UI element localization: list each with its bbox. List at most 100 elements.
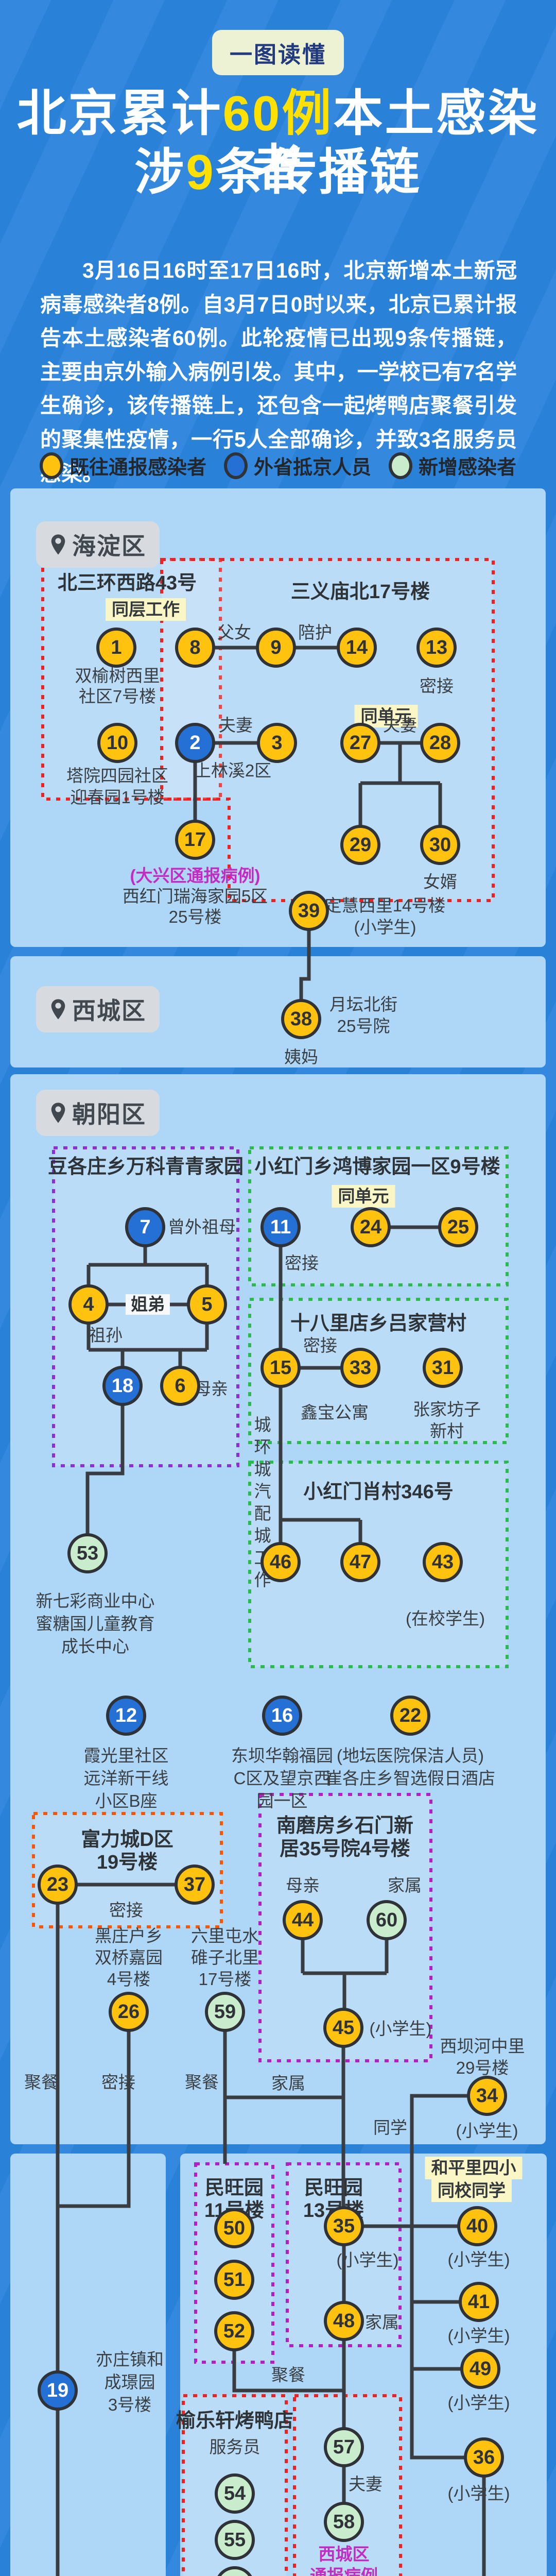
diagram-label: 鑫宝公寓 — [301, 1403, 369, 1422]
diagram-label: 同学 — [373, 2118, 407, 2138]
diagram-label: 双桥嘉园 — [95, 1948, 163, 1968]
diagram-label: 和平里四小 — [425, 2157, 523, 2179]
diagram-label: 西坝河中里 — [440, 2037, 525, 2056]
diagram-label: 父女 — [217, 623, 251, 642]
diagram-label: 亦庄镇和 — [96, 2350, 164, 2369]
district-badge-label: 海淀区 — [72, 533, 146, 560]
case-node-55: 55 — [215, 2520, 255, 2560]
diagram-label: 霞光里社区 — [83, 1746, 169, 1766]
district-badge-label: 朝阳区 — [72, 1101, 146, 1128]
case-node-43: 43 — [423, 1542, 463, 1582]
diagram-label: 新七彩商业中心 — [36, 1591, 155, 1611]
diagram-label: 17号楼 — [198, 1970, 252, 1989]
cluster-box-sanyimiao — [160, 558, 495, 902]
diagram-label: (小学生) — [354, 918, 416, 937]
diagram-label: 姨妈 — [284, 1047, 318, 1067]
legend-label: 既往通报感染者 — [69, 457, 206, 479]
panel-chaoyang — [10, 1074, 546, 2144]
diagram-label: 六里屯水 — [191, 1926, 259, 1946]
diagram-label: 同单元 — [354, 705, 418, 727]
legend-label: 新增感染者 — [419, 457, 517, 479]
title2-highlight: 9 — [186, 145, 216, 200]
case-node-39: 39 — [289, 891, 329, 931]
diagram-label: 夫妻 — [349, 2475, 383, 2494]
legend-label: 外省抵京人员 — [253, 457, 371, 479]
diagram-label: 家属 — [365, 2313, 399, 2332]
district-badge-xicheng: 西城区 — [36, 986, 160, 1032]
diagram-label: 小红门乡鸿博家园一区9号楼 — [254, 1156, 500, 1178]
case-node-17: 17 — [175, 820, 215, 860]
case-node-9: 9 — [256, 628, 296, 668]
case-node-28: 28 — [420, 723, 460, 763]
legend: 既往通报感染者 外省抵京人员 新增感染者 — [0, 451, 556, 480]
diagram-label: 定慧西里14号楼 — [324, 896, 446, 916]
title2-post: 条传播链 — [215, 145, 422, 200]
location-pin-icon — [51, 1103, 65, 1123]
case-node-6: 6 — [160, 1366, 200, 1406]
case-node-36: 36 — [464, 2437, 504, 2478]
diagram-label: 同校同学 — [431, 2179, 512, 2202]
diagram-label: 服务员 — [209, 2437, 260, 2457]
case-node-11: 11 — [260, 1207, 301, 1247]
diagram-label: 上林溪2区 — [194, 761, 272, 781]
case-node-57: 57 — [324, 2427, 364, 2467]
diagram-label: 3号楼 — [108, 2395, 152, 2415]
case-node-37: 37 — [175, 1865, 215, 1905]
diagram-label: 新村 — [430, 1421, 464, 1441]
reported-case-dot-icon — [39, 452, 63, 479]
case-node-10: 10 — [97, 723, 137, 763]
diagram-label: 祖孙 — [89, 1326, 123, 1345]
case-node-13: 13 — [416, 628, 457, 668]
main-title-line1: 北京累计60例本土感染者 — [0, 87, 556, 195]
diagram-label: 夫妻 — [219, 716, 253, 735]
district-badge-label: 西城区 — [72, 997, 146, 1024]
diagram-label: (小学生) — [447, 2393, 510, 2413]
case-node-38: 38 — [281, 999, 321, 1039]
diagram-label: 密接 — [303, 1336, 337, 1355]
title1-highlight: 60例 — [222, 86, 334, 141]
diagram-label: 十八里店乡吕家营村 — [290, 1313, 467, 1335]
diagram-label: 密接 — [420, 676, 454, 696]
diagram-label: (小学生) — [447, 2250, 510, 2269]
diagram-label: (大兴区通报病例) — [130, 866, 260, 886]
case-node-40: 40 — [457, 2206, 497, 2246]
diagram-label: (小学生) — [447, 2326, 510, 2346]
case-node-31: 31 — [423, 1348, 463, 1388]
case-node-44: 44 — [283, 1900, 323, 1940]
case-node-30: 30 — [420, 825, 460, 865]
diagram-label: 19号楼 — [96, 1852, 158, 1874]
diagram-label: C区及望京西 — [233, 1769, 331, 1788]
case-node-23: 23 — [38, 1865, 78, 1905]
case-node-52: 52 — [214, 2311, 254, 2351]
diagram-label: 西城区 — [318, 2545, 370, 2564]
arrival-case-dot-icon — [223, 452, 248, 479]
diagram-label: 居35号院4号楼 — [280, 1838, 410, 1860]
case-node-33: 33 — [340, 1348, 380, 1388]
new-case-dot-icon — [389, 452, 412, 479]
diagram-label: 曾外祖母 — [168, 1217, 236, 1237]
case-node-3: 3 — [257, 723, 297, 763]
transmission-edge — [58, 2012, 131, 2208]
diagram-label: 南磨房乡石门新 — [276, 1815, 414, 1837]
diagram-label: (小学生) — [456, 2121, 518, 2141]
diagram-label: 陪护 — [298, 623, 332, 642]
diagram-label: 密接 — [285, 1253, 319, 1273]
transmission-edge — [85, 1386, 125, 1553]
intro-paragraph: 3月16日16时至17日16时，北京新增本土新冠病毒感染者8例。自3月7日0时以… — [40, 259, 517, 485]
transmission-edge — [410, 2094, 487, 2460]
title1-pre: 北京累计 — [16, 86, 223, 141]
legend-item-arrival: 外省抵京人员 — [223, 451, 371, 480]
case-node-51: 51 — [214, 2260, 254, 2300]
case-node-45: 45 — [323, 2008, 363, 2048]
district-badge-haidian: 海淀区 — [36, 521, 160, 568]
diagram-label: 崔各庄乡智选假日酒店 — [325, 1769, 495, 1788]
location-pin-icon — [51, 999, 65, 1020]
case-node-25: 25 — [438, 1207, 478, 1247]
diagram-label: 同层工作 — [106, 598, 186, 621]
diagram-label: (小学生) — [336, 2250, 399, 2270]
district-badge-chaoyang: 朝阳区 — [36, 1090, 160, 1136]
case-node-47: 47 — [340, 1542, 380, 1582]
diagram-label: 成长中心 — [61, 1637, 129, 1656]
case-node-50: 50 — [214, 2208, 254, 2248]
